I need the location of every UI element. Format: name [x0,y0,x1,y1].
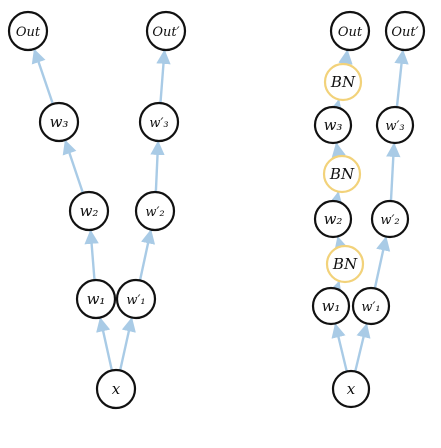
node-circle [375,105,415,145]
node-label: w₁ [87,290,106,308]
edge-R_x-to-R_w1p [354,323,371,372]
edge-R_w1-to-R_bn1 [328,280,342,297]
node-R_x: x [331,369,371,409]
node-circle [329,10,371,52]
node-R_w3: w₃ [313,105,353,145]
nodes: Out Out′ w₃ w′₃ w₂ w′₂ w₁ w′₁ x Out Out′ BN w₃ w′₃ BN w… [7,10,426,410]
node-circle [331,369,371,409]
edge-L_w1-to-L_w2 [84,229,99,281]
edge-R_w2p-to-R_w3p [386,142,401,202]
node-circle [134,190,176,232]
bn-node-circle [322,154,362,194]
node-circle [384,10,426,52]
node-circle [145,10,187,52]
node-circle [7,10,49,52]
node-L_w1p: w′₁ [115,278,157,320]
node-L_w2: w₂ [68,190,110,232]
node-R_outp: Out′ [384,10,426,52]
edge-R_bn3-to-R_out [338,49,353,65]
node-circle [313,199,353,239]
node-label: Out′ [391,25,418,40]
node-label: w₂ [80,202,99,220]
edge-R_w2-to-R_bn2 [328,191,343,207]
edge-R_w3p-to-R_outp [394,49,409,108]
node-label: w′₃ [385,119,404,134]
node-circle [313,105,353,145]
node-R_w2: w₂ [313,199,353,239]
edge-L_w3p-to-L_outp [156,49,171,104]
node-label: w₁ [322,297,341,315]
node-label: w′₁ [126,293,145,308]
node-R_bn2: BN [322,154,362,194]
edge-L_x-to-L_w1p [118,317,136,371]
node-L_outp: Out′ [145,10,187,52]
edge-L_w1p-to-L_w2p [138,229,156,281]
node-label: x [347,380,356,398]
node-circle [38,101,80,143]
edges [31,48,409,372]
node-L_w3: w₃ [38,101,80,143]
edge-L_w2p-to-L_w3p [150,140,165,193]
edge-R_x-to-R_w1 [331,323,348,372]
bn-node-circle [323,62,363,102]
edge-L_x-to-L_w1 [96,317,114,371]
node-label: BN [329,165,355,183]
node-L_w3p: w′₃ [138,101,180,143]
edge-R_w1p-to-R_w2p [373,236,391,289]
node-label: BN [330,73,356,91]
node-R_bn1: BN [325,244,365,284]
edge-L_w3-to-L_out [31,48,55,105]
node-circle [370,199,410,239]
node-R_w2p: w′₂ [370,199,410,239]
bn-node-circle [325,244,365,284]
node-label: w′₂ [145,205,164,220]
node-circle [138,101,180,143]
node-R_w1: w₁ [311,286,351,326]
node-R_w3p: w′₃ [375,105,415,145]
node-circle [351,286,391,326]
node-label: w′₁ [361,300,380,315]
edge-R_bn2-to-R_w3 [331,142,346,158]
node-label: x [112,380,121,398]
node-R_out: Out [329,10,371,52]
edge-R_bn1-to-R_w2 [334,235,349,252]
edge-R_w3-to-R_bn3 [328,99,343,115]
node-L_w2p: w′₂ [134,190,176,232]
node-circle [68,190,110,232]
node-label: BN [332,255,358,273]
node-label: w₃ [50,113,69,131]
node-R_bn3: BN [323,62,363,102]
node-label: w′₂ [380,213,399,228]
node-R_w1p: w′₁ [351,286,391,326]
node-L_w1: w₁ [75,278,117,320]
node-circle [95,368,137,410]
node-L_out: Out [7,10,49,52]
node-circle [75,278,117,320]
node-label: w′₃ [149,116,168,131]
node-label: Out [16,25,41,40]
edge-L_w2-to-L_w3 [62,139,85,194]
node-label: Out [338,25,363,40]
node-L_x: x [95,368,137,410]
node-label: w₃ [324,116,343,134]
node-circle [311,286,351,326]
node-circle [115,278,157,320]
node-label: Out′ [152,25,179,40]
node-label: w₂ [324,210,343,228]
